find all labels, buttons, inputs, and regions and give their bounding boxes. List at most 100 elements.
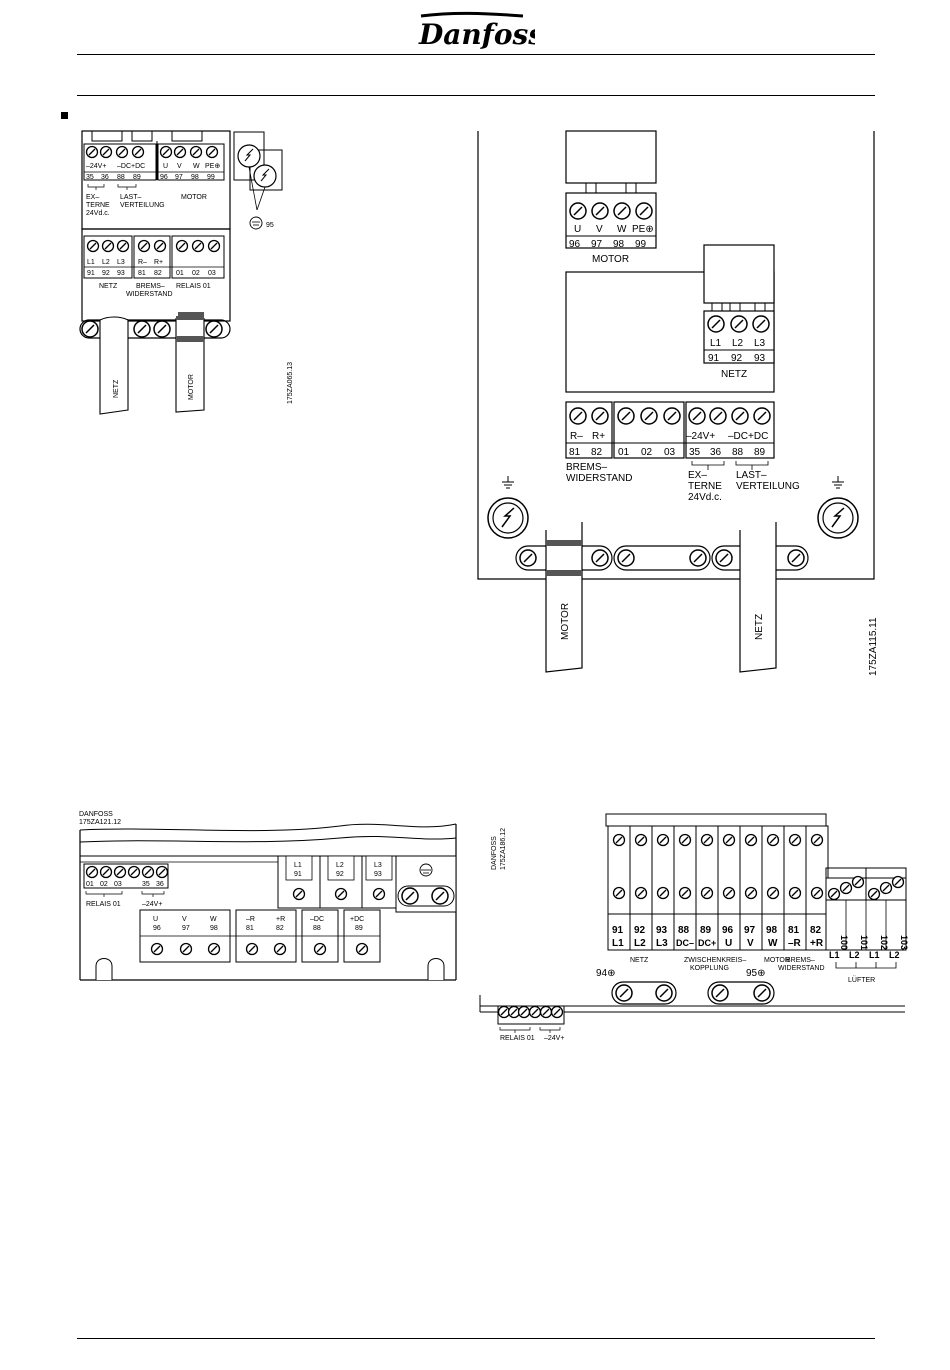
fig2-num-82: 82 bbox=[591, 447, 603, 458]
fig3-code-dc-minus: –DC bbox=[310, 916, 324, 923]
fig4-zwischen-1: ZWISCHENKREIS– bbox=[684, 957, 746, 964]
fig1-externe-2: TERNE bbox=[86, 202, 110, 209]
fig4-fan-num-103: 103 bbox=[899, 935, 909, 950]
fig1-code-24v: –24V+ bbox=[86, 163, 106, 170]
fig2-num-97: 97 bbox=[591, 239, 603, 250]
fig4-num-97: 97 bbox=[744, 925, 756, 936]
fig4-code-l3: L3 bbox=[656, 938, 668, 949]
fig1-num-93: 93 bbox=[117, 270, 125, 277]
fig3-num-35: 35 bbox=[142, 881, 150, 888]
fig3-num-03: 03 bbox=[114, 881, 122, 888]
fig1-last-1: LAST– bbox=[120, 194, 142, 201]
fig2-code-r-plus: R+ bbox=[592, 431, 605, 442]
fig2-num-81: 81 bbox=[569, 447, 581, 458]
fig1-externe-1: EX– bbox=[86, 194, 99, 201]
fig4-fan-code-3: L1 bbox=[869, 950, 880, 960]
fig4-pe94: 94⊕ bbox=[596, 968, 616, 979]
fig4-code-w: W bbox=[768, 938, 778, 949]
fig2-num-98: 98 bbox=[613, 239, 625, 250]
fig2-cable-motor: MOTOR bbox=[560, 603, 571, 640]
brand-wordmark: Danfoss bbox=[418, 18, 535, 50]
fig3-code-v: V bbox=[182, 916, 187, 923]
fig4-num-81: 81 bbox=[788, 925, 800, 936]
fig2-motor-label: MOTOR bbox=[592, 254, 629, 265]
fig4-fan-code-4: L2 bbox=[889, 950, 900, 960]
fig1-num-02: 02 bbox=[192, 270, 200, 277]
fig1-num-36: 36 bbox=[101, 174, 109, 181]
fig1-brems-2: WIDERSTAND bbox=[126, 291, 173, 298]
fig1-num-89: 89 bbox=[133, 174, 141, 181]
figure-1-small-unit: –24V+ –DC+DC U V W PE⊕ 35 36 88 89 96 97… bbox=[79, 130, 294, 415]
fig2-num-88: 88 bbox=[732, 447, 744, 458]
fig1-pe-number: 95 bbox=[266, 222, 274, 229]
fig2-num-99: 99 bbox=[635, 239, 647, 250]
fig2-num-91: 91 bbox=[708, 353, 720, 364]
fig2-code-w: W bbox=[617, 224, 627, 235]
fig1-num-97: 97 bbox=[175, 174, 183, 181]
fig1-num-81: 81 bbox=[138, 270, 146, 277]
fig1-num-35: 35 bbox=[86, 174, 94, 181]
section-bullet bbox=[61, 112, 68, 119]
fig4-code-dc-minus: DC– bbox=[676, 938, 694, 948]
fig3-num-97: 97 bbox=[182, 925, 190, 932]
fig4-netz-label: NETZ bbox=[630, 957, 649, 964]
fig2-num-96: 96 bbox=[569, 239, 581, 250]
fig3-num-01: 01 bbox=[86, 881, 94, 888]
fig1-num-88: 88 bbox=[117, 174, 125, 181]
fig4-num-96: 96 bbox=[722, 925, 734, 936]
fig3-num-93: 93 bbox=[374, 871, 382, 878]
fig3-code-1: DANFOSS bbox=[79, 811, 113, 818]
fig1-num-03: 03 bbox=[208, 270, 216, 277]
fig1-motor-label: MOTOR bbox=[181, 194, 207, 201]
fig3-code-l3: L3 bbox=[374, 862, 382, 869]
fig3-num-98: 98 bbox=[210, 925, 218, 932]
fig1-code-r-plus: R+ bbox=[154, 259, 163, 266]
fig2-brems-2: WIDERSTAND bbox=[566, 473, 632, 484]
fig2-code-l3: L3 bbox=[754, 338, 766, 349]
fig3-num-89: 89 bbox=[355, 925, 363, 932]
fig2-num-92: 92 bbox=[731, 353, 743, 364]
fig4-num-89: 89 bbox=[700, 925, 712, 936]
fig4-code-r-minus: –R bbox=[788, 938, 802, 949]
fig2-num-35: 35 bbox=[689, 447, 701, 458]
fig1-last-2: VERTEILUNG bbox=[120, 202, 165, 209]
fig1-num-92: 92 bbox=[102, 270, 110, 277]
fig3-code-l2: L2 bbox=[336, 862, 344, 869]
fig2-code-24v: –24V+ bbox=[686, 431, 715, 442]
fig3-num-92: 92 bbox=[336, 871, 344, 878]
fig4-code-2: 175ZA186.12 bbox=[500, 828, 507, 870]
fig3-code-2: 175ZA121.12 bbox=[79, 819, 121, 826]
fig1-num-91: 91 bbox=[87, 270, 95, 277]
fig4-code-l2: L2 bbox=[634, 938, 646, 949]
fig1-num-82: 82 bbox=[154, 270, 162, 277]
fig1-relais-label: RELAIS 01 bbox=[176, 283, 211, 290]
fig4-code-dc-plus: DC+ bbox=[698, 938, 716, 948]
fig2-externe-2: TERNE bbox=[688, 481, 722, 492]
fig3-code-w: W bbox=[210, 916, 217, 923]
fig3-num-81: 81 bbox=[246, 925, 254, 932]
fig2-drawing-code: 175ZA115.11 bbox=[868, 617, 879, 676]
fig2-code-v: V bbox=[596, 224, 603, 235]
fig1-code-l1: L1 bbox=[87, 259, 95, 266]
fig2-num-01: 01 bbox=[618, 447, 630, 458]
fig4-brems-2: WIDERSTAND bbox=[778, 965, 825, 972]
fig2-cable-netz: NETZ bbox=[754, 614, 765, 640]
fig3-num-82: 82 bbox=[276, 925, 284, 932]
figure-3-large-unit-terminals: DANFOSS 175ZA121.12 01 02 03 35 36 RELAI… bbox=[79, 811, 457, 981]
fig1-code-w: W bbox=[193, 163, 200, 170]
fig3-code-r-plus: +R bbox=[276, 916, 285, 923]
fig2-code-r-minus: R– bbox=[570, 431, 583, 442]
fig3-24v-label: –24V+ bbox=[142, 901, 162, 908]
fig4-motor-label: MOTOR bbox=[764, 957, 790, 964]
fig3-relais-label: RELAIS 01 bbox=[86, 901, 121, 908]
fig2-externe-1: EX– bbox=[688, 470, 707, 481]
fig2-code-l1: L1 bbox=[710, 338, 722, 349]
fig3-num-91: 91 bbox=[294, 871, 302, 878]
fig4-code-v: V bbox=[747, 938, 754, 949]
fig1-netz-label: NETZ bbox=[99, 283, 118, 290]
fig4-pe95: 95⊕ bbox=[746, 968, 766, 979]
fig2-num-89: 89 bbox=[754, 447, 766, 458]
fig1-code-v: V bbox=[177, 163, 182, 170]
header-rule-top bbox=[77, 54, 875, 55]
